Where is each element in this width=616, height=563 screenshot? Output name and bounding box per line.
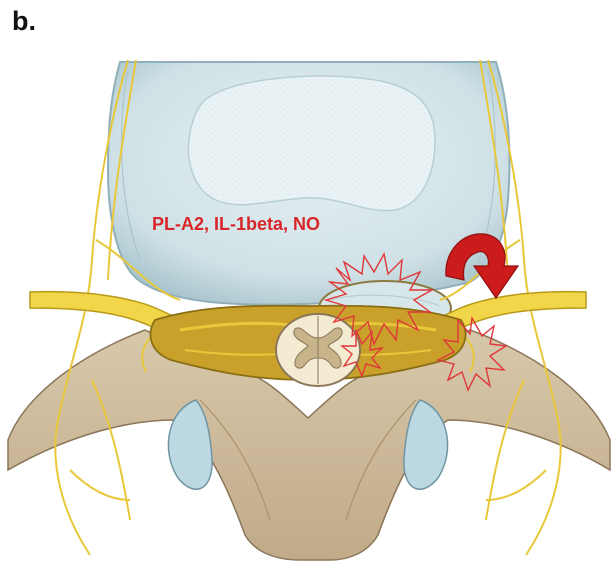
inflammatory-mediators-label: PL-A2, IL-1beta, NO (152, 214, 320, 235)
panel-label: b. (12, 6, 36, 37)
